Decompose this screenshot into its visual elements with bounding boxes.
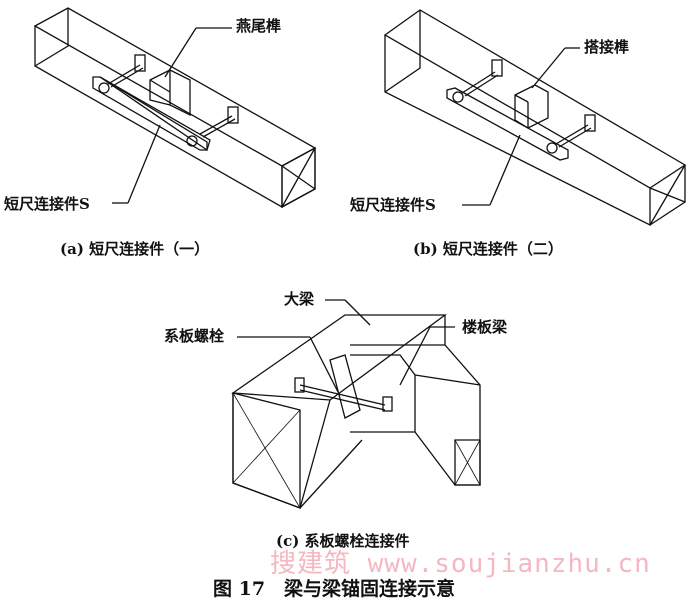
caption-a: (a) 短尺连接件（一） xyxy=(60,240,210,258)
label-floor-beam: 楼板梁 xyxy=(462,318,508,336)
label-main-beam: 大梁 xyxy=(284,290,315,308)
panel-a-beam xyxy=(33,7,317,209)
label-dovetail-tenon: 燕尾榫 xyxy=(236,17,282,35)
panel-c-main-beam xyxy=(231,314,447,509)
label-tie-plate-bolt: 系板螺栓 xyxy=(164,327,225,345)
leader-b-connector xyxy=(489,134,521,206)
leader-a-connector xyxy=(127,124,161,204)
watermark: 搜建筑 www.soujianzhu.cn xyxy=(270,549,651,579)
caption-b: (b) 短尺连接件（二） xyxy=(413,240,563,258)
label-b-short-connector: 短尺连接件S xyxy=(350,196,436,214)
panel-b-connector xyxy=(446,59,596,161)
caption-c: (c) 系板螺栓连接件 xyxy=(276,532,410,550)
panel-c-floor-beam xyxy=(294,344,481,486)
label-lap-tenon: 搭接榫 xyxy=(584,38,630,56)
leader-b-tenon xyxy=(531,47,566,89)
label-a-short-connector: 短尺连接件S xyxy=(4,195,90,213)
panel-a-connector xyxy=(92,54,239,152)
figure-title: 图 17 梁与梁锚固连接示意 xyxy=(213,578,456,600)
leader-a-tenon xyxy=(164,27,197,78)
panel-b-beam xyxy=(383,9,687,227)
